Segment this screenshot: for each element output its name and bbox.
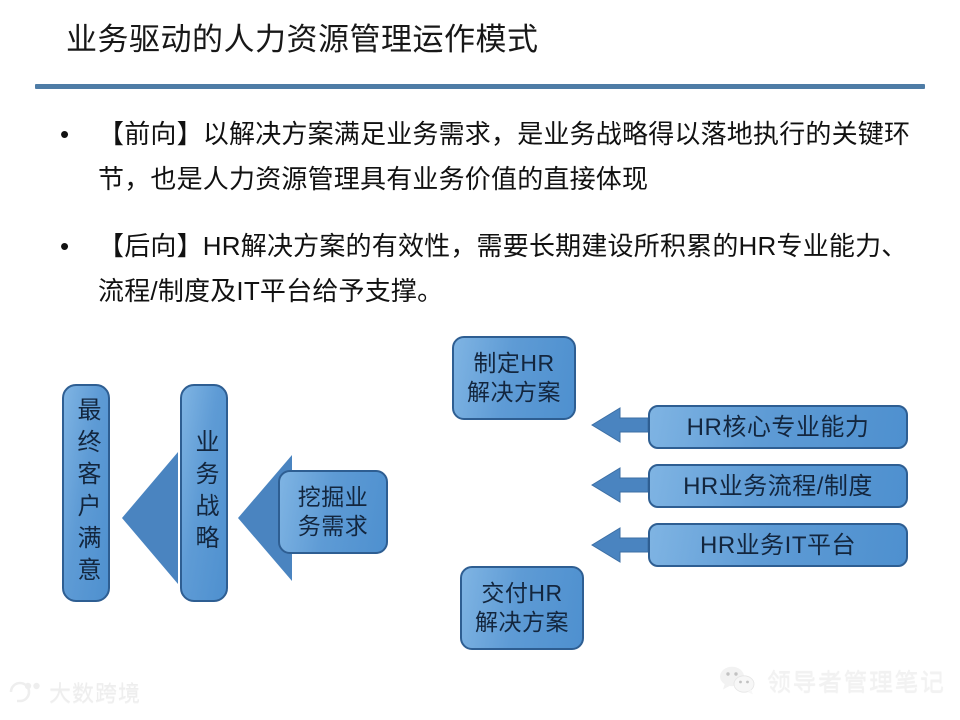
box-discover-business-needs-label: 挖掘业务需求 <box>297 484 369 539</box>
bullet-marker-icon: • <box>60 119 70 149</box>
box-discover-business-needs[interactable]: 挖掘业务需求 <box>278 470 388 554</box>
title-underline-rule <box>35 84 925 89</box>
arrow-process-to-solution-icon <box>591 467 649 503</box>
watermark-right-text: 领导者管理笔记 <box>767 669 946 696</box>
box-design-hr-solution-label: 制定HR 解决方案 <box>467 350 561 405</box>
bullet-list: • 【前向】以解决方案满足业务需求，是业务战略得以落地执行的关键环节，也是人力资… <box>52 112 932 336</box>
box-deliver-hr-solution-label: 交付HR 解决方案 <box>475 580 569 635</box>
page-title: 业务驱动的人力资源管理运作模式 <box>66 22 539 57</box>
box-final-customer-satisfaction[interactable]: 最终客户满意 <box>62 384 110 602</box>
arrow-capability-to-design-icon <box>591 407 649 443</box>
box-design-hr-solution[interactable]: 制定HR 解决方案 <box>452 336 576 420</box>
bullet-text-2: 【后向】HR解决方案的有效性，需要长期建设所积累的HR专业能力、流程/制度及IT… <box>98 231 908 306</box>
wechat-icon <box>720 666 755 694</box>
box-deliver-hr-solution[interactable]: 交付HR 解决方案 <box>460 566 584 650</box>
arrow-strategy-to-customer-icon <box>122 452 178 584</box>
box-hr-core-capability[interactable]: HR核心专业能力 <box>648 405 908 449</box>
bullet-marker-icon: • <box>60 231 70 261</box>
watermark-bottom-right: 领导者管理笔记 <box>718 662 946 697</box>
box-business-strategy[interactable]: 业务战略 <box>180 384 228 602</box>
box-hr-business-it-platform[interactable]: HR业务IT平台 <box>648 523 908 567</box>
dashuji-logo-icon <box>9 681 40 703</box>
watermark-bottom-left: 大数跨境 <box>8 676 141 708</box>
bullet-text-1: 【前向】以解决方案满足业务需求，是业务战略得以落地执行的关键环节，也是人力资源管… <box>98 119 911 194</box>
watermark-left-text: 大数跨境 <box>49 681 142 706</box>
bullet-item-1: • 【前向】以解决方案满足业务需求，是业务战略得以落地执行的关键环节，也是人力资… <box>52 112 932 202</box>
bullet-item-2: • 【后向】HR解决方案的有效性，需要长期建设所积累的HR专业能力、流程/制度及… <box>52 224 932 314</box>
arrow-platform-to-deliver-icon <box>591 527 649 563</box>
box-hr-business-process-system[interactable]: HR业务流程/制度 <box>648 464 908 508</box>
